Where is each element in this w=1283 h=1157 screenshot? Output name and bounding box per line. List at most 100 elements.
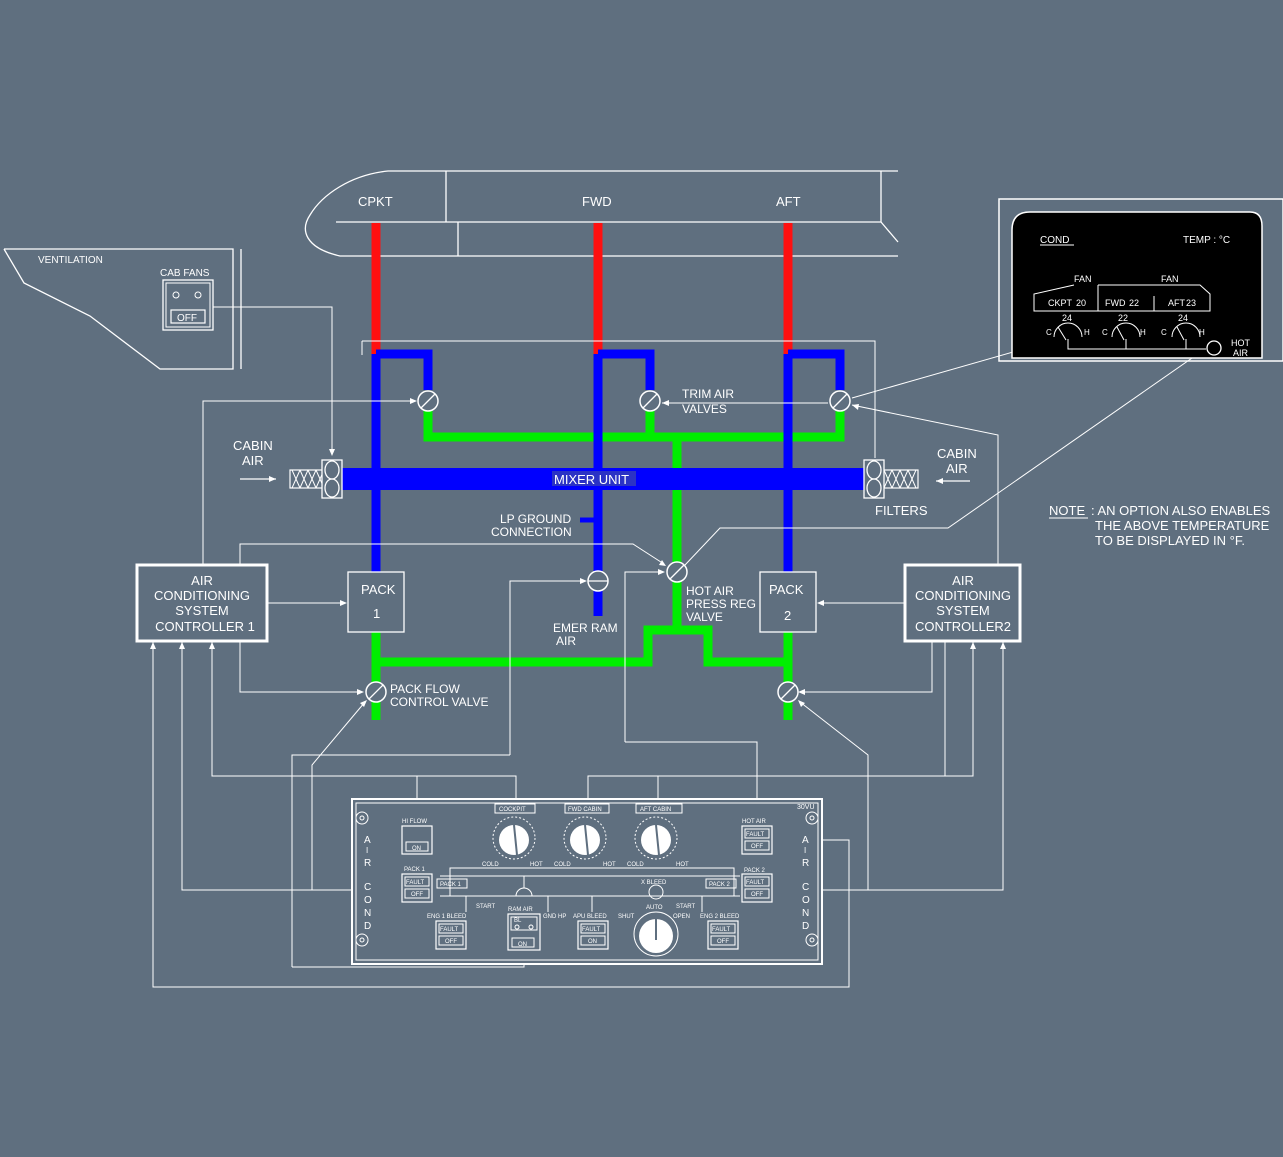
pack2-pushbutton[interactable] — [741, 873, 773, 903]
aft-cabin-temp-selector[interactable] — [634, 816, 678, 860]
ecam-zone-fwd-name: FWD — [1105, 298, 1126, 308]
eng2-bleed-fault: FAULT — [712, 927, 731, 933]
cab-fans-label: CAB FANS — [160, 268, 210, 279]
x-bleed-selector[interactable] — [633, 911, 679, 957]
ecam-hot-air-2: AIR — [1233, 348, 1249, 358]
lp-ground-label-1: LP GROUND — [500, 512, 571, 526]
pack-flow-label-1: PACK FLOW — [390, 682, 460, 696]
apu-bleed-label: APU BLEED — [573, 914, 607, 920]
ecam-zone-ckpt-temp: 20 — [1076, 298, 1086, 308]
lp-ground-label-2: CONNECTION — [491, 525, 572, 539]
ram-air-pushbutton[interactable] — [507, 913, 541, 951]
hot-air-valve-label-1: HOT AIR — [686, 584, 734, 598]
acsc-pack-links — [239, 543, 933, 695]
note-line-1: : AN OPTION ALSO ENABLES — [1091, 503, 1271, 518]
mixer-unit-label: MIXER UNIT — [554, 472, 629, 487]
knob-aft-cabin-label: AFT CABIN — [640, 807, 671, 813]
emer-ram-label-2: AIR — [556, 634, 576, 648]
fwd-cabin-temp-selector[interactable] — [563, 816, 607, 860]
eng1-bleed-off: OFF — [445, 939, 457, 945]
eng1-bleed-pushbutton[interactable] — [435, 920, 467, 950]
hot-air-pushbutton[interactable] — [741, 825, 773, 855]
panel-side-o-left: O — [364, 895, 372, 906]
pack-1-box — [347, 571, 405, 633]
acsc-1-line-1: AIR — [191, 573, 213, 588]
hi-flow-on: ON — [412, 846, 421, 852]
trim-air-valve-fwd — [639, 390, 661, 412]
panel-signal-lines — [150, 641, 1006, 988]
ecam-temp-unit: TEMP : °C — [1183, 235, 1230, 246]
emer-ram-label-1: EMER RAM — [553, 621, 618, 635]
cockpit-cold: COLD — [482, 862, 499, 868]
ecam-c-2: C — [1102, 328, 1108, 337]
trim-air-label-2: VALVES — [682, 402, 727, 416]
zone-sensor-lines — [361, 340, 876, 458]
hi-flow-label: HI FLOW — [402, 819, 427, 825]
ram-air-on: ON — [518, 942, 527, 948]
pack1-pb-label: PACK 1 — [404, 867, 426, 873]
panel-side-r-left: R — [364, 858, 371, 869]
pack-2-box — [759, 571, 817, 633]
ecam-duct-ckpt: 24 — [1062, 313, 1072, 323]
hi-flow-pushbutton[interactable] — [401, 825, 433, 855]
panel-side-n-left: N — [364, 908, 371, 919]
green-ducts — [371, 397, 845, 720]
fuselage-outline — [304, 170, 899, 257]
eng2-bleed-pushbutton[interactable] — [707, 920, 739, 950]
panel-side-d-right: D — [802, 921, 809, 932]
ecam-title: COND — [1040, 235, 1069, 246]
start-left: START — [476, 904, 495, 910]
apu-bleed-fault: FAULT — [582, 927, 601, 933]
apu-bleed-pushbutton[interactable] — [577, 920, 609, 950]
zone-fwd-label: FWD — [582, 194, 612, 209]
mixer-unit-label-bg — [552, 471, 636, 486]
cabin-air-left-1: CABIN — [233, 438, 273, 453]
gnd-hp-label: GND HP — [543, 914, 566, 920]
aft-cold: COLD — [627, 862, 644, 868]
ecam-zone-ckpt-name: CKPT — [1048, 298, 1073, 308]
cockpit-hot: HOT — [530, 862, 543, 868]
ecam-h-1: H — [1084, 328, 1090, 337]
eng1-bleed-label: ENG 1 BLEED — [427, 914, 467, 920]
hot-air-press-reg-valve — [666, 561, 688, 583]
zone-aft-label: AFT — [776, 194, 801, 209]
knob-cockpit-label: COCKPIT — [499, 807, 526, 813]
pack-2-number: 2 — [784, 608, 791, 623]
x-bleed-open: OPEN — [673, 914, 690, 920]
aft-hot: HOT — [676, 862, 689, 868]
trim-air-valve-aft — [829, 390, 851, 412]
emer-ram-air-valve — [587, 570, 609, 592]
panel-side-r-right: R — [802, 858, 809, 869]
ecam-h-2: H — [1140, 328, 1146, 337]
note-label: NOTE — [1049, 503, 1085, 518]
cabin-air-left-arrow — [240, 476, 276, 482]
panel-side-c-right: C — [802, 882, 809, 893]
panel-side-i-right: I — [804, 846, 806, 855]
fwd-cold: COLD — [554, 862, 571, 868]
ecam-fan-1: FAN — [1074, 274, 1092, 284]
pack-1-label: PACK — [361, 582, 396, 597]
trim-air-valve-cpkt — [417, 390, 439, 412]
cab-fans-pushbutton[interactable] — [162, 279, 214, 331]
eng2-bleed-label: ENG 2 BLEED — [700, 914, 740, 920]
x-bleed-label: X BLEED — [641, 880, 667, 886]
ecam-cond-page — [998, 198, 1283, 362]
panel-side-c-left: C — [364, 882, 371, 893]
acsc-2-line-3: SYSTEM — [936, 603, 989, 618]
panel-id: 30VU — [797, 804, 815, 811]
ram-air-label: RAM AIR — [508, 907, 533, 913]
cockpit-temp-selector[interactable] — [492, 816, 536, 860]
cabin-air-right-2: AIR — [946, 461, 968, 476]
pack-1-number: 1 — [373, 606, 380, 621]
hot-air-valve-label-3: VALVE — [686, 610, 723, 624]
eng1-bleed-fault: FAULT — [440, 927, 459, 933]
apu-bleed-on: ON — [588, 939, 597, 945]
zone-cpkt-label: CPKT — [358, 194, 393, 209]
ecam-zone-aft-temp: 23 — [1186, 298, 1196, 308]
note-line-2: THE ABOVE TEMPERATURE — [1095, 518, 1270, 533]
x-bleed-shut: SHUT — [618, 914, 635, 920]
pack1-pushbutton[interactable] — [401, 873, 433, 903]
pack-flow-valve-1 — [365, 681, 387, 703]
blue-ducts — [342, 349, 864, 616]
hot-air-off: OFF — [751, 844, 763, 850]
